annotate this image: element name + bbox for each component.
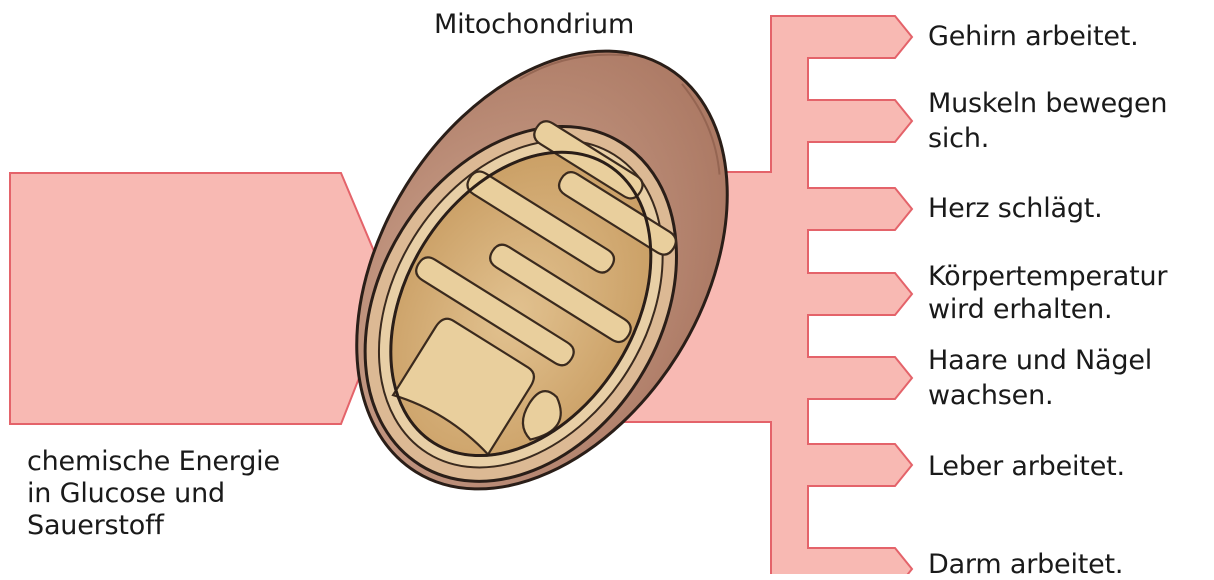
input-label-line: Sauerstoff xyxy=(27,511,164,541)
output-label-muscles: Muskeln bewegen xyxy=(928,89,1167,119)
input-label-line: in Glucose und xyxy=(27,479,225,509)
input-label-line: chemische Energie xyxy=(27,447,280,477)
output-label-hair-nails-line2: wachsen. xyxy=(928,381,1053,411)
output-label-body-temperature-line2: wird erhalten. xyxy=(928,295,1112,325)
output-label-heart: Herz schlägt. xyxy=(928,194,1103,224)
output-label-muscles-line2: sich. xyxy=(928,124,989,154)
output-label-liver: Leber arbeitet. xyxy=(928,452,1125,482)
output-label-hair-nails: Haare und Nägel xyxy=(928,346,1152,376)
mitochondrion-title: Mitochondrium xyxy=(434,10,634,40)
output-label-intestine: Darm arbeitet. xyxy=(928,555,1123,574)
output-label-body-temperature: Körpertemperatur xyxy=(928,262,1167,292)
input-energy-arrow xyxy=(10,173,392,424)
output-label-brain: Gehirn arbeitet. xyxy=(928,22,1139,52)
